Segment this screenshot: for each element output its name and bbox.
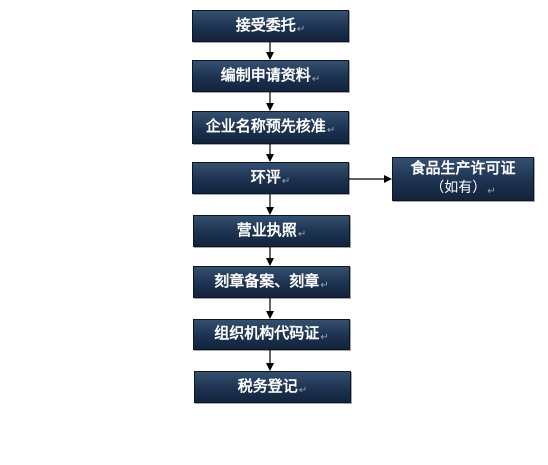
paragraph-mark: ↵ [320, 279, 329, 291]
step-name-preapproval: 企业名称预先核准↵ [192, 111, 349, 144]
step-label: 税务登记 [237, 376, 298, 395]
step-environmental-assessment: 环评↵ [192, 162, 349, 194]
paragraph-mark: ↵ [296, 23, 306, 35]
paragraph-mark: ↵ [326, 125, 336, 136]
step-accept-commission: 接受委托↵ [192, 10, 349, 42]
step-business-license: 营业执照↵ [193, 215, 350, 247]
paragraph-mark: ↵ [298, 384, 308, 396]
side-food-production-license: 食品生产许可证 （如有）↵ [392, 157, 534, 201]
step-label: 环评 [250, 167, 281, 186]
step-label: 企业名称预先核准 [205, 117, 326, 135]
step-label: 编制申请资料 [220, 65, 311, 84]
paragraph-mark: ↵ [487, 186, 496, 197]
step-tax-registration: 税务登记↵ [194, 371, 351, 403]
step-label: 接受委托 [235, 15, 296, 34]
step-prepare-application: 编制申请资料↵ [192, 60, 349, 92]
step-label: 刻章备案、刻章 [214, 271, 320, 290]
step-label: 组织机构代码证 [214, 324, 320, 342]
paragraph-mark: ↵ [281, 175, 291, 187]
paragraph-mark: ↵ [297, 228, 307, 240]
side-line-1: 食品生产许可证 [410, 159, 516, 177]
step-organization-code: 组织机构代码证↵ [193, 319, 350, 350]
paragraph-mark: ↵ [320, 332, 329, 343]
paragraph-mark: ↵ [311, 73, 321, 85]
step-seal-registration: 刻章备案、刻章↵ [193, 266, 350, 298]
step-label: 营业执照 [236, 220, 297, 239]
side-line-2: （如有） [430, 180, 487, 196]
